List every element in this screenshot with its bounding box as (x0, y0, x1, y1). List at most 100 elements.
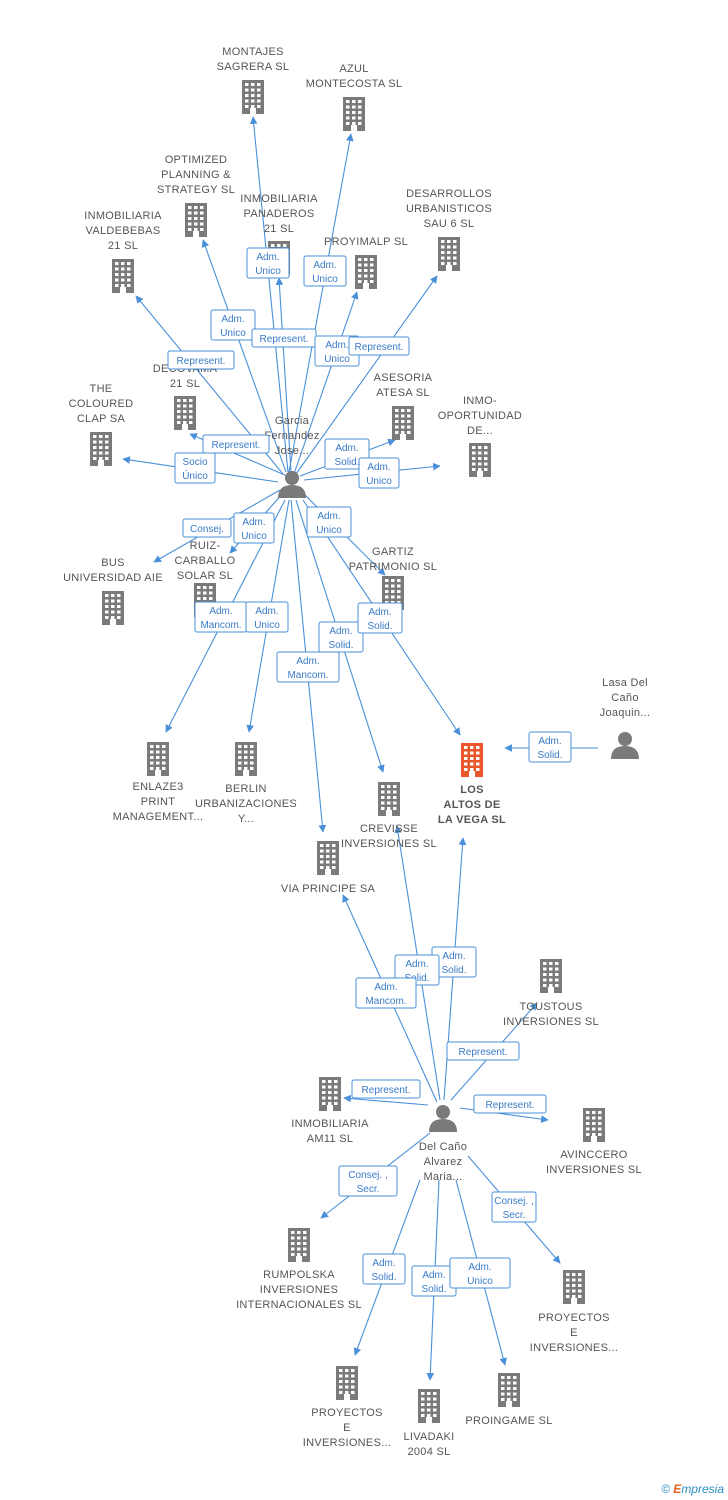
node-label: RUMPOLSKA (263, 1269, 335, 1281)
node-label: Fernandez (264, 430, 319, 442)
role-badge-text: Adm. (374, 982, 397, 993)
node-label: INMOBILIARIA (291, 1118, 369, 1130)
node-label: URBANISTICOS (406, 203, 492, 215)
person-icon (611, 732, 639, 759)
node-proyimalp[interactable]: PROYIMALP SL (324, 236, 408, 289)
node-label: VALDEBEBAS (86, 225, 161, 237)
building-icon (355, 255, 377, 289)
node-label: INMO- (463, 395, 497, 407)
role-badge: Represent. (348, 336, 410, 356)
role-badge-text: Represent. (486, 1100, 535, 1111)
role-badge-text: Solid. (334, 457, 359, 468)
node-label: Caño (611, 692, 639, 704)
node-berlin[interactable]: BERLINURBANIZACIONESY... (195, 742, 297, 825)
node-label: OPTIMIZED (165, 154, 228, 166)
role-badge: Adm.Unico (245, 601, 289, 633)
node-label: DE... (467, 425, 493, 437)
role-badge: Adm.Unico (449, 1257, 511, 1289)
node-label: Maria... (423, 1171, 462, 1183)
node-crevisse[interactable]: CREVISSE INVERSIONES SL (341, 782, 437, 850)
node-label: Joaquin... (600, 707, 651, 719)
role-badge: Represent. (251, 328, 317, 348)
node-lasa[interactable]: Lasa DelCañoJoaquin... (600, 677, 651, 759)
node-label: SOLAR SL (177, 570, 233, 582)
role-badge-text: Unico (316, 525, 342, 536)
node-proingame[interactable]: PROINGAME SL (465, 1373, 552, 1427)
node-label: ENLAZE3 (132, 781, 183, 793)
node-garcia[interactable]: GarciaFernandezJose... (264, 415, 319, 498)
role-badge-text: Unico (467, 1276, 493, 1287)
node-label: 21 SL (108, 240, 138, 252)
person-icon (278, 471, 306, 498)
role-badge: Represent. (202, 434, 270, 454)
building-icon (461, 743, 483, 777)
building-icon (90, 432, 112, 466)
node-label: 2004 SL (407, 1446, 450, 1458)
role-badge: Adm.Mancom. (355, 977, 417, 1009)
node-proyectos2[interactable]: PROYECTOSEINVERSIONES... (303, 1366, 392, 1449)
node-label: TOUSTOUS (519, 1001, 582, 1013)
node-enlaze[interactable]: ENLAZE3PRINTMANAGEMENT... (113, 742, 204, 823)
role-badge-text: Represent. (177, 356, 226, 367)
role-badge-text: Adm. (368, 607, 391, 618)
role-badge-text: Unico (220, 328, 246, 339)
node-label: GARTIZ (372, 546, 414, 558)
footer-credit[interactable]: ©Empresia (661, 1482, 724, 1496)
node-label: PATRIMONIO SL (349, 561, 437, 573)
node-label: ALTOS DE (444, 799, 501, 811)
node-label: RUIZ- (190, 540, 221, 552)
role-badge-text: Adm. (221, 314, 244, 325)
role-badge-text: Consej. , (348, 1170, 387, 1181)
node-label: PROYIMALP SL (324, 236, 408, 248)
role-badge-text: Adm. (372, 1258, 395, 1269)
role-badge: Consej. (182, 518, 232, 538)
edge-garcia-to-panaderos (275, 277, 292, 473)
node-label: 21 SL (170, 378, 200, 390)
role-badge-text: Solid. (537, 750, 562, 761)
role-badge-text: Adm. (405, 959, 428, 970)
node-label: MONTAJES (222, 46, 283, 58)
node-label: BERLIN (225, 783, 267, 795)
role-badge-text: Adm. (538, 736, 561, 747)
node-decovama[interactable]: DECOVAMA21 SL (153, 363, 218, 430)
node-label: CREVISSE (360, 823, 418, 835)
role-badge-text: Adm. (255, 606, 278, 617)
node-label: INVERSIONES SL (546, 1164, 642, 1176)
badges-layer: Adm.UnicoAdm.UnicoAdm.UnicoRepresent.Adm… (167, 247, 572, 1297)
node-inmo[interactable]: INMO-OPORTUNIDADDE... (438, 395, 522, 477)
role-badge-text: Unico (366, 476, 392, 487)
edge-garcia-to-optimized (201, 239, 287, 473)
node-label: CARBALLO (174, 555, 235, 567)
building-icon (336, 1366, 358, 1400)
role-badge-text: Unico (255, 266, 281, 277)
node-gartiz[interactable]: GARTIZ PATRIMONIO SL (349, 546, 437, 610)
role-badge-text: Consej. (190, 524, 224, 535)
node-delcano[interactable]: Del CañoAlvarezMaria... (419, 1105, 467, 1183)
role-badge-text: Adm. (296, 656, 319, 667)
node-viaprincipe[interactable]: VIA PRINCIPE SA (281, 841, 376, 895)
node-proyectos1[interactable]: PROYECTOSEINVERSIONES... (530, 1270, 619, 1354)
node-label: E (343, 1422, 351, 1434)
node-label: THE (90, 383, 113, 395)
role-badge-text: Adm. (442, 951, 465, 962)
node-label: INVERSIONES SL (341, 838, 437, 850)
node-label: INTERNACIONALES SL (236, 1299, 362, 1311)
role-badge-text: Solid. (367, 621, 392, 632)
building-icon (112, 259, 134, 293)
node-label: VIA PRINCIPE SA (281, 883, 376, 895)
